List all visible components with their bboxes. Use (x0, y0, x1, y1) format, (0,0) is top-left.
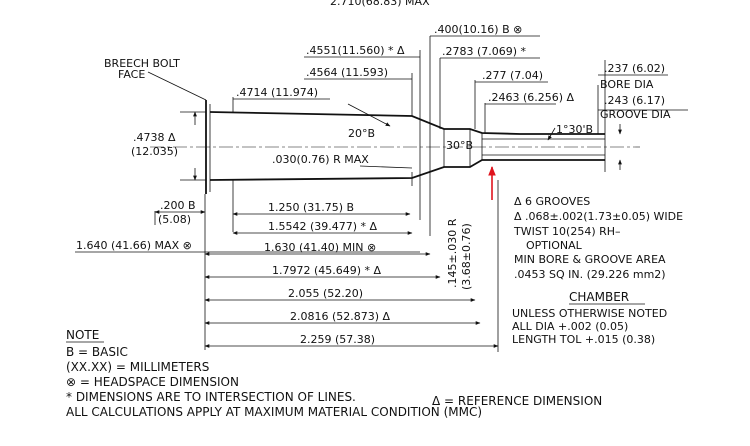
label-bore-dia-val: .237 (6.02) (604, 62, 665, 75)
label-neck-len: .145±.030 R (446, 218, 459, 288)
dim-bottom-7: 2.055 (52.20) (288, 287, 363, 300)
extension-lines (154, 36, 606, 352)
label-angle-20: 20°B (348, 127, 375, 140)
dim-bottom-6: 1.7972 (45.649) * Δ (272, 264, 382, 277)
dim-bottom-5: 1.630 (41.40) MIN ⊗ (264, 241, 376, 254)
dim-bottom-2: 1.250 (31.75) B (268, 201, 354, 214)
note-line-1: (XX.XX) = MILLIMETERS (66, 360, 209, 374)
note-line-4: Δ = REFERENCE DIMENSION (432, 394, 602, 408)
rifling-line-1: Δ .068±.002(1.73±0.05) WIDE (514, 210, 683, 223)
label-fillet: .030(0.76) R MAX (272, 153, 369, 166)
chamber-line-2: LENGTH TOL +.015 (0.38) (512, 333, 655, 346)
label-base-dia: .4738 Δ (133, 131, 176, 144)
rifling-line-0: Δ 6 GROOVES (514, 195, 590, 208)
chamber-line-0: UNLESS OTHERWISE NOTED (512, 307, 667, 320)
dim-bottom-1: (5.08) (158, 213, 191, 226)
top-leaders (147, 35, 688, 169)
dim-top-3: .4564 (11.593) (306, 66, 388, 79)
rifling-line-2: TWIST 10(254) RH– (513, 225, 621, 238)
note-line-5: ALL CALCULATIONS APPLY AT MAXIMUM MATERI… (66, 405, 482, 419)
dim-top-6: .2463 (6.256) Δ (488, 91, 575, 104)
label-base-dia-mm: (12.035) (131, 145, 178, 158)
label-bore-dia: BORE DIA (600, 78, 654, 91)
dim-bottom-9: 2.259 (57.38) (300, 333, 375, 346)
label-groove-dia: GROOVE DIA (600, 108, 671, 121)
dim-top-1: .4551(11.560) * Δ (306, 44, 405, 57)
note-line-3: * DIMENSIONS ARE TO INTERSECTION OF LINE… (66, 390, 356, 404)
dim-top-0: .400(10.16) B ⊗ (434, 23, 522, 36)
chamber-profile (150, 100, 640, 194)
dim-top-4: .277 (7.04) (482, 69, 543, 82)
dim-bottom-4: 1.640 (41.66) MAX ⊗ (76, 239, 192, 252)
note-line-0: B = BASIC (66, 345, 128, 359)
top-cut-text: 2.710(68.83) MAX (330, 0, 430, 8)
chamber-line-1: ALL DIA +.002 (0.05) (512, 320, 628, 333)
label-face: FACE (118, 68, 145, 81)
rifling-line-5: .0453 SQ IN. (29.226 mm2) (514, 268, 666, 281)
dim-bottom-3: 1.5542 (39.477) * Δ (268, 220, 378, 233)
note-line-2: ⊗ = HEADSPACE DIMENSION (66, 375, 239, 389)
bottom-dimensions (75, 210, 499, 348)
label-angle-1-30: 1°30'B (556, 123, 593, 136)
rifling-line-4: MIN BORE & GROOVE AREA (514, 253, 666, 266)
dim-top-2: .2783 (7.069) * (442, 45, 527, 58)
dim-top-5: .4714 (11.974) (236, 86, 318, 99)
rifling-line-3: OPTIONAL (526, 239, 583, 252)
general-notes: NOTE B = BASIC (XX.XX) = MILLIMETERS ⊗ =… (66, 328, 602, 419)
notes-title: NOTE (66, 328, 99, 342)
label-breech-bolt: BREECH BOLT (104, 57, 180, 70)
chamber-title: CHAMBER (569, 290, 629, 304)
label-neck-len-mm: (3.68±0.76) (460, 223, 473, 290)
rifling-spec: Δ 6 GROOVES Δ .068±.002(1.73±0.05) WIDE … (513, 195, 683, 281)
dim-bottom-0: .200 B (160, 199, 196, 212)
label-angle-30: 30°B (446, 139, 473, 152)
label-groove-dia-val: .243 (6.17) (604, 94, 665, 107)
dim-bottom-8: 2.0816 (52.873) Δ (290, 310, 391, 323)
chamber-tolerances: CHAMBER UNLESS OTHERWISE NOTED ALL DIA +… (512, 290, 667, 346)
